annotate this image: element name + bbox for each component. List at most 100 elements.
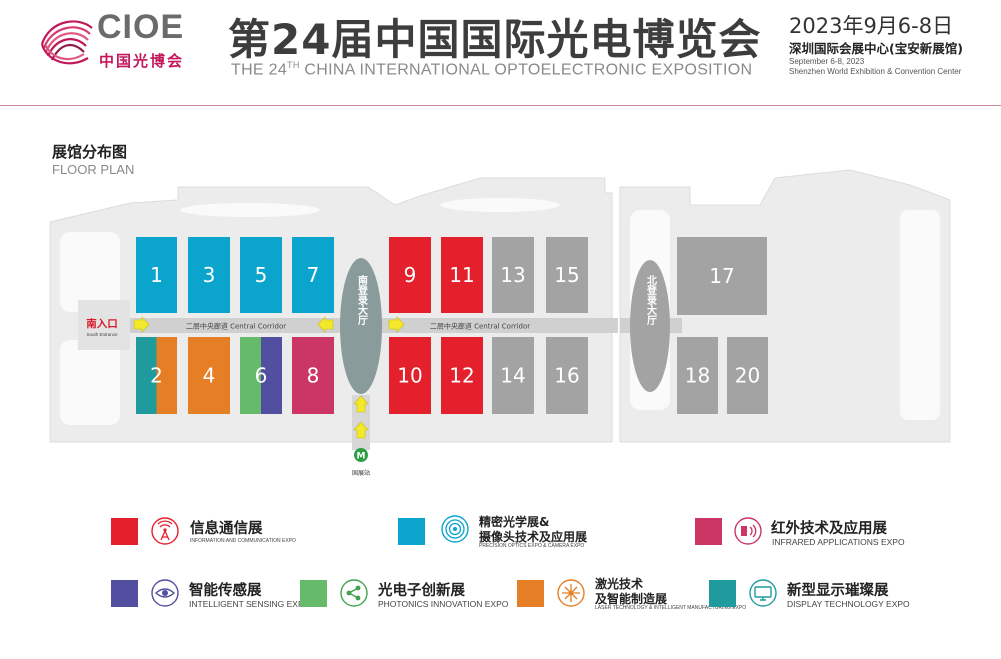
south-entrance-label-en: South Entrance (86, 332, 118, 337)
date-zh: 2023年9月6-8日 (789, 14, 954, 38)
date-en: September 6-8, 2023 (789, 57, 865, 66)
hall-9[interactable]: 9 (389, 237, 431, 313)
title-en-suffix: CHINA INTERNATIONAL OPTOELECTRONIC EXPOS… (299, 61, 753, 79)
hall-12-fill (441, 337, 483, 414)
south-lobby-label[interactable]: 南登录大厅 (356, 274, 369, 326)
hall-17[interactable]: 17 (677, 237, 767, 315)
north-lobby-label[interactable]: 北登录大厅 (645, 274, 658, 326)
metro-station-label[interactable]: 国展站 (352, 469, 370, 477)
legend-label-laser-en: LASER TECHNOLOGY & INTELLIGENT MANUFACTU… (595, 605, 747, 611)
hall-5-fill (240, 237, 282, 313)
legend-label-precision-optics-en: PRECISION OPTICS EXPO & CAMERA EXPO (479, 543, 585, 549)
hall-8-fill (292, 337, 334, 414)
hall-14[interactable]: 14 (492, 337, 534, 414)
hall-10-fill (389, 337, 431, 414)
legend-swatch-infrared (695, 518, 722, 545)
hall-2[interactable]: 2 (136, 337, 177, 414)
legend-label-laser-1: 激光技术 (595, 577, 644, 591)
legend-label-laser-2: 及智能制造展 (595, 592, 668, 606)
hall-number: 2 (150, 364, 163, 388)
legend-label-infrared: 红外技术及应用展 (771, 521, 887, 537)
hall-18-fill (677, 337, 718, 414)
floor-plan-title-en: FLOOR PLAN (52, 162, 135, 177)
legend-label-sensing: 智能传感展 (189, 583, 262, 599)
legend-label-infrared-en: INFRARED APPLICATIONS EXPO (772, 537, 905, 547)
hall-13[interactable]: 13 (492, 237, 534, 313)
hall-number: 7 (307, 263, 320, 287)
hall-1[interactable]: 1 (136, 237, 177, 313)
arrow-up-icon (353, 395, 369, 413)
hall-7[interactable]: 7 (292, 237, 334, 313)
hall-number: 11 (449, 263, 474, 287)
south-entrance-label[interactable]: 南入口 (86, 317, 118, 330)
hall-number: 6 (255, 364, 268, 388)
floor-plan-title-zh: 展馆分布图 (52, 143, 128, 161)
laser-burst-icon (557, 579, 585, 607)
hall-6-fill (261, 337, 282, 414)
hall-4[interactable]: 4 (188, 337, 230, 414)
hall-11[interactable]: 11 (441, 237, 483, 313)
cioe-logo-icon (40, 20, 93, 65)
hall-number: 16 (554, 364, 579, 388)
corridor-label-north: 二层中央廊道 Central Corridor (430, 322, 530, 331)
hall-15-fill (546, 237, 588, 313)
hall-1-fill (136, 237, 177, 313)
legend-swatch-photonics (300, 580, 327, 607)
legend-swatch-display (709, 580, 736, 607)
hall-14-fill (492, 337, 534, 414)
hall-number: 12 (449, 364, 474, 388)
legend-swatch-info-comm (111, 518, 138, 545)
hall-number: 4 (203, 364, 216, 388)
legend-label-display-en: DISPLAY TECHNOLOGY EXPO (787, 599, 910, 609)
south-lobby (340, 258, 382, 394)
infrared-icon (734, 517, 762, 545)
north-lobby (630, 260, 670, 392)
hall-7-fill (292, 237, 334, 313)
hall-number: 3 (203, 263, 216, 287)
direction-arrows (133, 316, 405, 439)
legend-label-info-comm-en: INFORMATION AND COMMUNICATION EXPO (190, 538, 296, 544)
hall-10[interactable]: 10 (389, 337, 431, 414)
expo-title-zh: 第24届中国国际光电博览会 (228, 15, 762, 64)
legend-label-info-comm: 信息通信展 (190, 521, 263, 537)
header-divider (0, 105, 1001, 106)
arrow-left-icon (317, 316, 334, 333)
hall-20[interactable]: 20 (727, 337, 768, 414)
expo-title-en: THE 24TH CHINA INTERNATIONAL OPTOELECTRO… (231, 60, 752, 79)
metro-symbol: M (357, 452, 366, 462)
south-entrance-plaza (78, 300, 130, 350)
hall-12[interactable]: 12 (441, 337, 483, 414)
hall-9-fill (389, 237, 431, 313)
hall-13-fill (492, 237, 534, 313)
hall-8[interactable]: 8 (292, 337, 334, 414)
arrow-right-icon (388, 316, 405, 333)
legend-label-sensing-en: INTELLIGENT SENSING EXPO (189, 599, 311, 609)
hall-number: 13 (500, 263, 525, 287)
hall-2-fill (136, 337, 157, 414)
hall-number: 8 (307, 364, 320, 388)
title-en-prefix: THE 24 (231, 61, 288, 79)
venue-en: Shenzhen World Exhibition & Convention C… (789, 67, 962, 76)
hall-number: 1 (150, 263, 163, 287)
hall-3[interactable]: 3 (188, 237, 230, 313)
hall-18[interactable]: 18 (677, 337, 718, 414)
legend-label-photonics-en: PHOTONICS INNOVATION EXPO (378, 599, 509, 609)
title-en-ordinal: TH (287, 60, 300, 70)
legend-swatch-sensing (111, 580, 138, 607)
hall-number: 5 (255, 263, 268, 287)
hall-16-fill (546, 337, 588, 414)
hall-number: 15 (554, 263, 579, 287)
hall-20-fill (727, 337, 768, 414)
hall-5[interactable]: 5 (240, 237, 282, 313)
legend-swatch-precision-optics (398, 518, 425, 545)
eye-icon (151, 579, 179, 607)
arrow-up-icon (353, 421, 369, 439)
hall-15[interactable]: 15 (546, 237, 588, 313)
hall-number: 18 (685, 364, 710, 388)
hall-number: 9 (404, 263, 417, 287)
hall-6[interactable]: 6 (240, 337, 282, 414)
hall-11-fill (441, 237, 483, 313)
hall-16[interactable]: 16 (546, 337, 588, 414)
